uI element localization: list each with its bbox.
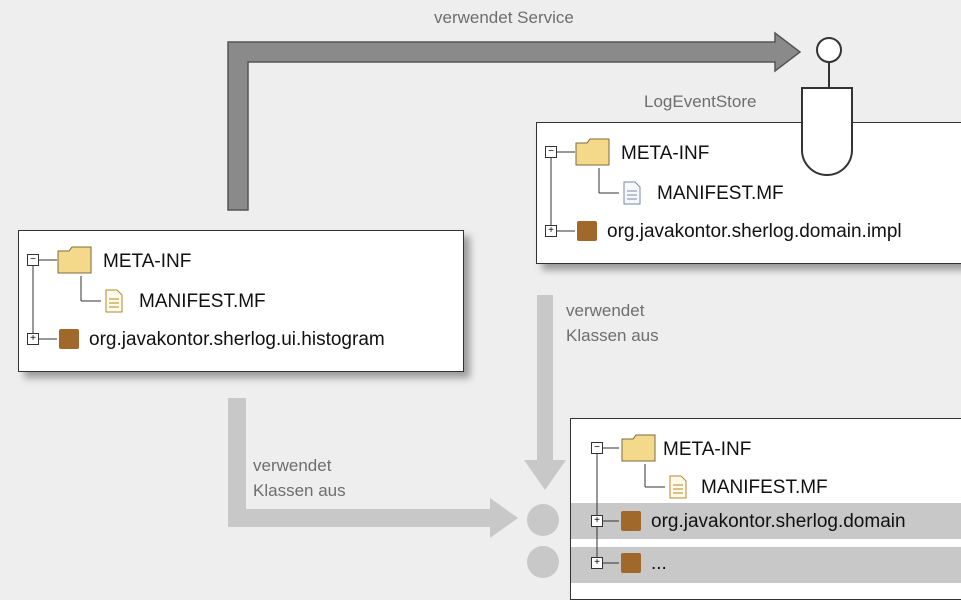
uses-classes-label-2b: Klassen aus <box>253 481 346 500</box>
manifest-label: MANIFEST.MF <box>701 477 828 498</box>
bundle-domain: − META-INF MANIFEST.MF + org.javakontor.… <box>570 418 961 600</box>
meta-inf-label: META-INF <box>621 143 710 164</box>
uses-classes-label-1a: verwendet <box>566 301 645 320</box>
expand-icon[interactable]: + <box>545 225 557 237</box>
bundle-histogram: − META-INF MANIFEST.MF + org.javakontor.… <box>18 230 464 372</box>
classes-arrow-horizontal <box>228 398 518 538</box>
more-label: ... <box>651 553 667 574</box>
manifest-file-icon <box>105 289 123 313</box>
package-label: org.javakontor.sherlog.domain <box>651 511 906 532</box>
manifest-file-icon <box>669 475 687 499</box>
package-icon <box>577 221 597 241</box>
collapse-icon[interactable]: − <box>545 146 557 158</box>
package-icon <box>621 511 641 531</box>
folder-icon <box>57 246 92 274</box>
tree-lines <box>550 151 619 232</box>
uses-classes-label-1b: Klassen aus <box>566 326 659 345</box>
expand-icon[interactable]: + <box>27 333 39 345</box>
manifest-label: MANIFEST.MF <box>657 183 784 204</box>
manifest-file-icon <box>623 181 641 205</box>
tree-lines <box>596 447 665 564</box>
folder-icon <box>621 434 656 462</box>
uses-service-label: verwendet Service <box>434 8 574 27</box>
folder-icon <box>575 138 610 166</box>
package-label: org.javakontor.sherlog.domain.impl <box>607 221 902 242</box>
service-arrow <box>227 31 802 211</box>
import-circle-1 <box>527 504 559 536</box>
package-label: org.javakontor.sherlog.ui.histogram <box>89 329 385 350</box>
uses-classes-label-2a: verwendet <box>253 456 332 475</box>
classes-arrow-vertical <box>524 295 566 490</box>
import-circle-2 <box>527 546 559 578</box>
collapse-icon[interactable]: − <box>591 442 603 454</box>
expand-icon[interactable]: + <box>591 557 603 569</box>
tree-lines <box>32 259 101 340</box>
package-icon <box>621 553 641 573</box>
meta-inf-label: META-INF <box>103 251 192 272</box>
package-icon <box>59 329 79 349</box>
manifest-label: MANIFEST.MF <box>139 291 266 312</box>
expand-icon[interactable]: + <box>591 515 603 527</box>
service-name-label: LogEventStore <box>644 92 757 111</box>
meta-inf-label: META-INF <box>663 439 752 460</box>
collapse-icon[interactable]: − <box>27 254 39 266</box>
bundle-domain-impl: − META-INF MANIFEST.MF + org.javakontor.… <box>536 122 961 264</box>
